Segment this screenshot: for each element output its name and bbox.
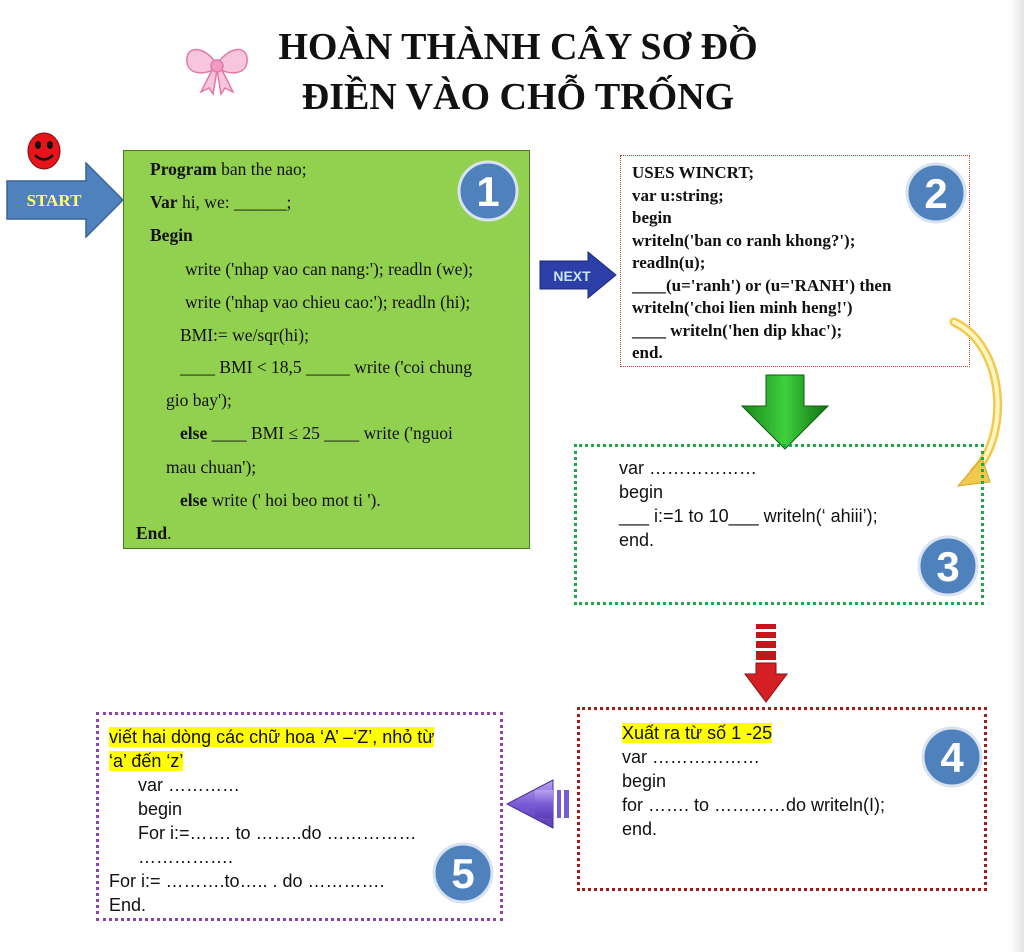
code-line: end. <box>622 819 658 839</box>
svg-text:5: 5 <box>451 850 474 897</box>
page-title: HOÀN THÀNH CÂY SƠ ĐỒ ĐIỀN VÀO CHỖ TRỐNG <box>258 22 778 122</box>
keyword-program: Program <box>150 159 217 179</box>
code-line: write (' hoi beo mot ti '). <box>207 490 381 510</box>
code-line: writeln('ban co ranh khong?'); <box>632 230 856 250</box>
step-badge-3: 3 <box>917 535 979 597</box>
keyword-else: else <box>180 490 208 510</box>
code-line: for ……. to …………do writeln(I); <box>622 795 886 815</box>
task-heading: Xuất ra từ số 1 -25 <box>622 723 773 743</box>
step-badge-4: 4 <box>921 726 983 788</box>
code-line: hi, we: ______; <box>177 192 292 212</box>
step-badge-1: 1 <box>457 160 519 222</box>
code-line: writeln('choi lien minh heng!') <box>632 298 853 317</box>
task-heading: ‘a’ đến ‘z’ <box>109 751 184 771</box>
code-line: ……………. <box>138 847 234 867</box>
code-line: var ……………… <box>622 747 761 767</box>
code-line: write ('nhap vao chieu cao:'); readln (h… <box>185 292 471 312</box>
code-line: var ………… <box>138 775 241 795</box>
code-box-2: USES WINCRT; var u:string; begin writeln… <box>620 155 970 367</box>
code-line: begin <box>632 208 672 227</box>
svg-text:2: 2 <box>924 170 947 217</box>
code-box-4: Xuất ra từ số 1 -25 var ……………… begin for… <box>577 707 987 891</box>
step-badge-5: 5 <box>432 842 494 904</box>
pink-bow-icon <box>186 48 248 96</box>
keyword-var: Var <box>150 192 178 212</box>
page-edge-shadow <box>1010 0 1024 952</box>
code-line: ____(u='ranh') or (u='RANH') then <box>632 275 892 295</box>
code-line: end. <box>632 343 663 362</box>
code-line: begin <box>622 771 667 791</box>
code-line: ____ writeln('hen dip khac'); <box>632 320 843 340</box>
svg-text:1: 1 <box>476 168 499 215</box>
code-line: begin <box>138 799 183 819</box>
green-down-arrow <box>740 374 830 450</box>
task-heading: viết hai dòng các chữ hoa ‘A’ –‘Z’, nhỏ … <box>109 727 435 747</box>
purple-left-arrow <box>505 779 569 829</box>
title-line-2: ĐIỀN VÀO CHỖ TRỐNG <box>301 76 735 118</box>
code-line: BMI:= we/sqr(hi); <box>180 325 309 345</box>
keyword-end: End <box>136 523 168 543</box>
code-line: ____ BMI ≤ 25 ____ write ('nguoi <box>207 423 453 443</box>
code-box-5: viết hai dòng các chữ hoa ‘A’ –‘Z’, nhỏ … <box>96 712 503 921</box>
red-down-arrow <box>744 624 788 703</box>
step-badge-2: 2 <box>905 162 967 224</box>
code-line: ____ BMI < 18,5 _____ write ('coi chung <box>180 357 473 377</box>
code-line: For i:=……. to ……..do …………… <box>138 823 417 843</box>
code-line: var ……………… <box>619 458 758 478</box>
code-line: mau chuan'); <box>166 457 257 477</box>
code-box-1: Program ban the nao; Var hi, we: ______;… <box>123 150 530 549</box>
keyword-else: else <box>180 423 208 443</box>
next-arrow: NEXT <box>539 251 617 299</box>
code-line: begin <box>619 482 664 502</box>
code-line: end. <box>619 530 655 550</box>
code-line: USES WINCRT; <box>632 163 755 182</box>
start-arrow: START <box>6 162 124 238</box>
keyword-begin: Begin <box>150 225 193 245</box>
code-line: For i:= ……….to….. . do …………. <box>109 871 385 891</box>
code-line: ban the nao; <box>216 159 307 179</box>
svg-text:3: 3 <box>936 543 959 590</box>
code-line: ___ i:=1 to 10___ writeln(‘ ahiii’); <box>619 506 878 526</box>
next-label: NEXT <box>553 268 591 284</box>
code-line: readln(u); <box>632 253 706 272</box>
code-line: . <box>167 523 172 543</box>
code-line: gio bay'); <box>166 390 232 410</box>
code-line: End. <box>109 895 147 915</box>
title-line-1: HOÀN THÀNH CÂY SƠ ĐỒ <box>278 26 758 68</box>
code-line: write ('nhap vao can nang:'); readln (we… <box>185 259 474 279</box>
start-label: START <box>27 191 82 210</box>
smiley-icon <box>27 132 61 170</box>
code-box-3: var ……………… begin ___ i:=1 to 10___ write… <box>574 444 984 605</box>
svg-text:4: 4 <box>940 734 964 781</box>
code-line: var u:string; <box>632 185 724 205</box>
